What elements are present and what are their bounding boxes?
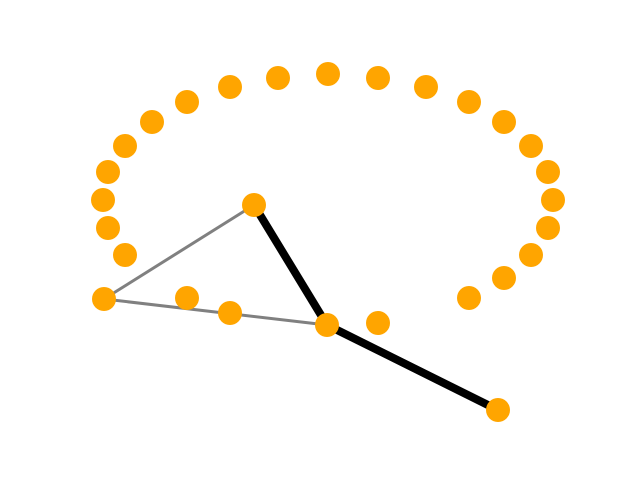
graph-node-left bbox=[92, 287, 116, 311]
graph-node-upper bbox=[242, 193, 266, 217]
graph-node bbox=[414, 75, 438, 99]
graph-node bbox=[492, 266, 516, 290]
graph-node bbox=[91, 188, 115, 212]
edge-hub-lower-right bbox=[325, 321, 500, 414]
graph-node bbox=[96, 216, 120, 240]
graph-node bbox=[519, 134, 543, 158]
graph-node bbox=[113, 134, 137, 158]
graph-node bbox=[366, 66, 390, 90]
graph-node-hub bbox=[315, 313, 339, 337]
graph-node bbox=[218, 75, 242, 99]
graph-node bbox=[536, 216, 560, 240]
edge-layer bbox=[103, 202, 500, 414]
graph-node bbox=[366, 311, 390, 335]
graph-node-lower-right bbox=[486, 398, 510, 422]
graph-node bbox=[140, 110, 164, 134]
graph-node bbox=[457, 286, 481, 310]
graph-node bbox=[218, 301, 242, 325]
graph-node bbox=[175, 90, 199, 114]
edge-left-hub bbox=[103, 297, 328, 327]
graph-node bbox=[492, 110, 516, 134]
graph-node bbox=[113, 243, 137, 267]
graph-node bbox=[457, 90, 481, 114]
graph-node bbox=[519, 243, 543, 267]
edge-hub-upper bbox=[250, 202, 331, 328]
graph-node bbox=[541, 188, 565, 212]
graph-node bbox=[536, 160, 560, 184]
graph-node bbox=[316, 62, 340, 86]
graph-node bbox=[96, 160, 120, 184]
graph-node bbox=[175, 286, 199, 310]
node-layer bbox=[91, 62, 565, 422]
edge-left-upper bbox=[103, 203, 255, 301]
graph-node bbox=[266, 66, 290, 90]
